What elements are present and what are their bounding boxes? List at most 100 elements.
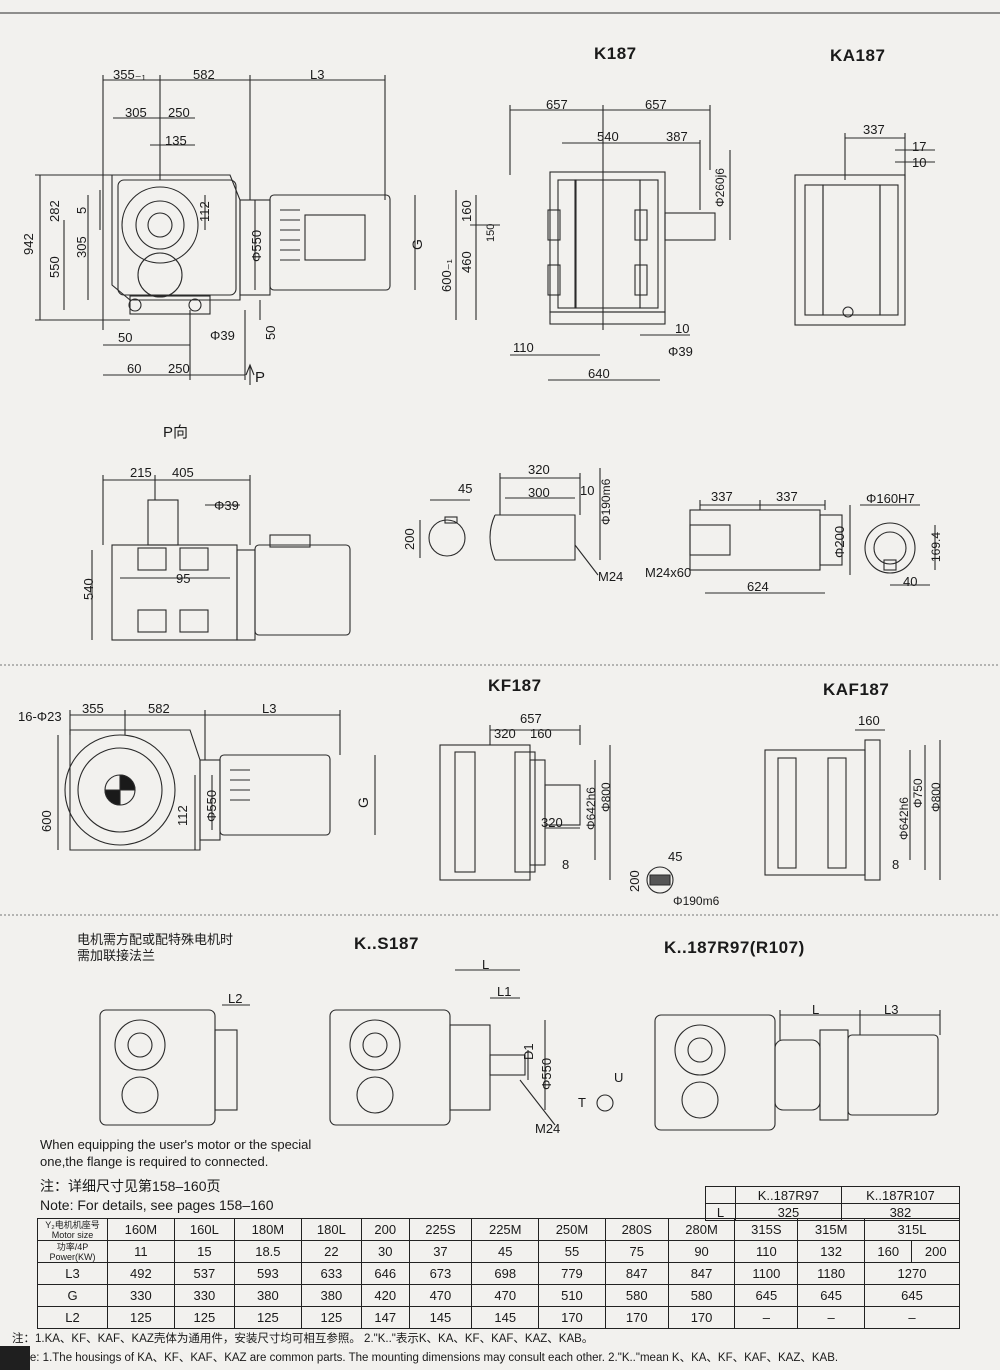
kf187-side-view — [57, 710, 376, 851]
dim-label: 300 — [528, 485, 550, 500]
g-cell: 645 — [864, 1284, 960, 1307]
dim-label: L3 — [262, 701, 277, 716]
dim-label: M24 — [535, 1121, 561, 1136]
dim-label: T — [578, 1095, 586, 1110]
dim-label: 540 — [81, 578, 96, 600]
dim-label: 110 — [513, 340, 534, 355]
dim-label: Φ800 — [929, 782, 943, 812]
l3-cell: 847 — [604, 1262, 669, 1285]
dim-label: 305 — [125, 105, 147, 120]
dim-label: 250 — [168, 105, 190, 120]
title-ka187: KA187 — [830, 46, 886, 65]
dim-label: 8 — [892, 857, 900, 872]
g-cell: 510 — [538, 1284, 606, 1307]
dim-label: 45 — [668, 849, 683, 864]
dim-label: G — [355, 797, 371, 808]
dim-label: L3 — [310, 67, 325, 82]
title-kr97: K..187R97(R107) — [664, 938, 805, 957]
power-cell: 22 — [300, 1240, 363, 1263]
label-p-arrow: P — [255, 369, 266, 386]
motor-size-cell: 280S — [604, 1218, 669, 1241]
motor-size-cell: 250M — [538, 1218, 606, 1241]
kaf187-view — [764, 729, 941, 881]
dim-label: 150 — [485, 223, 497, 242]
power-cell: 30 — [361, 1240, 410, 1263]
table-row: Y₂电机机座号 Motor size 160M 160L 180M 180L 2… — [37, 1218, 960, 1241]
dim-label: 320 — [541, 815, 563, 830]
l3-cell: 537 — [173, 1262, 236, 1285]
title-ks187: K..S187 — [354, 934, 419, 953]
dim-label: 460 — [459, 251, 474, 273]
dim-label: Φ550 — [249, 229, 264, 262]
l2-cell: 170 — [604, 1306, 669, 1329]
power-cell: 45 — [471, 1240, 540, 1263]
g-cell: 645 — [734, 1284, 799, 1307]
dim-label: 17 — [912, 139, 927, 154]
dim-label: 112 — [197, 201, 212, 222]
dim-label: 5 — [74, 206, 89, 214]
dim-label: 337 — [711, 489, 733, 504]
l2-cell: 125 — [300, 1306, 363, 1329]
l2-cell: 125 — [173, 1306, 236, 1329]
dim-label: 657 — [520, 711, 542, 726]
dim-label: 355₋₁ — [113, 67, 146, 82]
p-view — [91, 475, 351, 641]
dim-label: 282 — [47, 200, 62, 222]
dim-label: Φ550 — [204, 789, 219, 822]
dim-label: Φ200 — [832, 525, 847, 558]
dim-label: 942 — [21, 233, 36, 255]
dim-label: Φ550 — [539, 1057, 554, 1090]
g-cell: 470 — [471, 1284, 540, 1307]
dim-label: Φ160H7 — [866, 491, 915, 506]
power-cell: 11 — [107, 1240, 175, 1263]
dim-label: 250 — [168, 361, 190, 376]
shaft-detail — [419, 468, 601, 576]
g-cell: 380 — [234, 1284, 302, 1307]
dim-label: 320 — [494, 726, 516, 741]
dim-label: L2 — [228, 991, 243, 1006]
l3-cell: 847 — [667, 1262, 736, 1285]
title-kf187: KF187 — [488, 676, 542, 695]
table-row: L2 125 125 125 125 147 145 145 170 170 1… — [37, 1306, 960, 1329]
dim-label: 624 — [747, 579, 769, 594]
row-label-l3: L3 — [37, 1262, 108, 1285]
dim-label: 10 — [580, 483, 595, 498]
power-cell: 110 — [734, 1240, 799, 1263]
dim-label: 16-Φ23 — [18, 709, 62, 724]
dim-label: Φ39 — [214, 498, 239, 513]
l3-cell: 1100 — [734, 1262, 799, 1285]
motor-size-cell: 200 — [361, 1218, 410, 1241]
row-label-l2: L2 — [37, 1306, 108, 1329]
dim-label: 600₋₁ — [439, 259, 454, 292]
l-table-row-label: L — [705, 1203, 736, 1221]
dim-label: L3 — [884, 1002, 899, 1017]
dim-label: 10 — [675, 321, 690, 336]
page-corner-tab — [0, 1346, 30, 1370]
dim-label: 40 — [903, 574, 918, 589]
l3-cell: 633 — [300, 1262, 363, 1285]
dim-label: Φ642h6 — [897, 797, 911, 840]
g-cell: 470 — [408, 1284, 473, 1307]
dim-label: 160 — [459, 200, 474, 222]
row-label-g: G — [37, 1284, 108, 1307]
motor-size-cell: 315L — [864, 1218, 960, 1241]
dim-label: 200 — [402, 528, 417, 550]
motor-size-cell: 315M — [797, 1218, 865, 1241]
l-table-header: K..187R97 — [735, 1186, 842, 1204]
dim-label: Φ260j6 — [713, 168, 727, 207]
dim-label: L — [812, 1002, 820, 1017]
g-cell: 580 — [604, 1284, 669, 1307]
dim-label: 337 — [863, 122, 885, 137]
l3-cell: 1180 — [797, 1262, 865, 1285]
dim-label: Φ800 — [599, 782, 613, 812]
dim-label: 135 — [165, 133, 187, 148]
g-cell: 580 — [667, 1284, 736, 1307]
l3-cell: 646 — [361, 1262, 410, 1285]
dim-label: Φ190m6 — [673, 894, 720, 908]
dim-label: 50 — [118, 330, 133, 345]
dim-label: 582 — [148, 701, 170, 716]
motor-size-cell: 160L — [173, 1218, 236, 1241]
l2-cell: 145 — [408, 1306, 473, 1329]
l3-cell: 779 — [538, 1262, 606, 1285]
hollow-shaft-detail — [689, 500, 936, 594]
